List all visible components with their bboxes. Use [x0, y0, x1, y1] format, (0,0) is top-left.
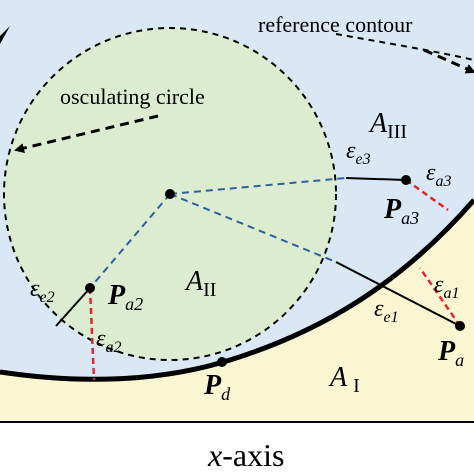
actual-contour — [0, 198, 474, 382]
region-lower-background — [0, 200, 474, 422]
region-I-sub: I — [353, 375, 360, 397]
pd-sub: d — [221, 384, 231, 404]
top-left-arrowhead — [0, 26, 10, 44]
pa2-sub: a2 — [125, 294, 143, 314]
eps-e2-sub: e2 — [39, 289, 54, 306]
region-II-base: A — [184, 266, 204, 297]
error-line-a2 — [88, 287, 96, 381]
radius-line-to-pa1 — [169, 193, 337, 263]
eps-a3-label: εa3 — [426, 160, 451, 190]
pa1-base: P — [437, 336, 456, 367]
x-axis-rest: -axis — [222, 437, 284, 473]
pa3-base: P — [383, 194, 402, 225]
pa3-label: Pa3 — [383, 194, 419, 228]
region-III-sub: III — [387, 121, 407, 143]
region-III-label: AIII — [368, 108, 407, 143]
radius-lines — [89, 177, 347, 289]
eps-a1-sub: a1 — [443, 285, 459, 302]
eps-e1-label: εe1 — [374, 296, 399, 326]
eps-a2-sub: a2 — [105, 339, 121, 356]
error-line-e2 — [55, 287, 91, 327]
pa2-label: Pa2 — [107, 280, 143, 314]
osculating-arrow — [14, 114, 159, 153]
eps-e2-label: εe2 — [30, 276, 55, 306]
x-axis-var: x — [207, 437, 222, 473]
eps-e3-sub: e3 — [355, 151, 370, 168]
error-line-e1 — [335, 261, 461, 327]
reference-contour-label: reference contour — [258, 12, 413, 37]
eps-e1-base: ε — [374, 296, 384, 322]
radius-line-to-pa2 — [89, 193, 171, 289]
pa1-sub: a — [455, 350, 464, 370]
error-line-a1 — [418, 267, 462, 327]
eps-e2-base: ε — [30, 276, 40, 302]
error-line-a3 — [405, 178, 449, 212]
center-point — [165, 189, 175, 199]
eps-e3-label: εe3 — [346, 138, 371, 168]
osculating-circle-label: osculating circle — [60, 84, 205, 109]
eps-a2-label: εa2 — [96, 326, 121, 356]
eps-a2-base: ε — [96, 326, 106, 352]
pa2-base: P — [107, 280, 126, 311]
point-pa3 — [401, 175, 411, 185]
pd-label: Pd — [203, 370, 231, 404]
pa3-sub: a3 — [401, 208, 419, 228]
x-axis-label: x-axis — [207, 437, 284, 473]
region-I-base: A — [328, 362, 348, 393]
eps-a3-sub: a3 — [435, 173, 451, 190]
region-II-label: AII — [184, 266, 216, 301]
reference-arrow — [423, 48, 474, 74]
pd-base: P — [203, 370, 222, 401]
eps-a1-base: ε — [434, 272, 444, 298]
radius-line-to-pa3 — [169, 177, 347, 195]
point-pa1 — [455, 321, 465, 331]
eps-e1-sub: e1 — [383, 309, 398, 326]
point-pa2 — [85, 283, 95, 293]
axial-error-lines — [88, 178, 462, 381]
points — [85, 175, 465, 367]
pa1-label: Pa — [437, 336, 464, 370]
eps-a1-label: εa1 — [434, 272, 459, 302]
eps-e3-base: ε — [346, 138, 356, 164]
eps-a3-base: ε — [426, 160, 436, 186]
reference-contour-line — [335, 33, 474, 61]
point-pd — [217, 357, 227, 367]
region-II-sub: II — [203, 279, 216, 301]
error-line-e3 — [345, 177, 407, 181]
normal-error-lines — [55, 177, 461, 327]
region-III-base: A — [368, 108, 388, 139]
